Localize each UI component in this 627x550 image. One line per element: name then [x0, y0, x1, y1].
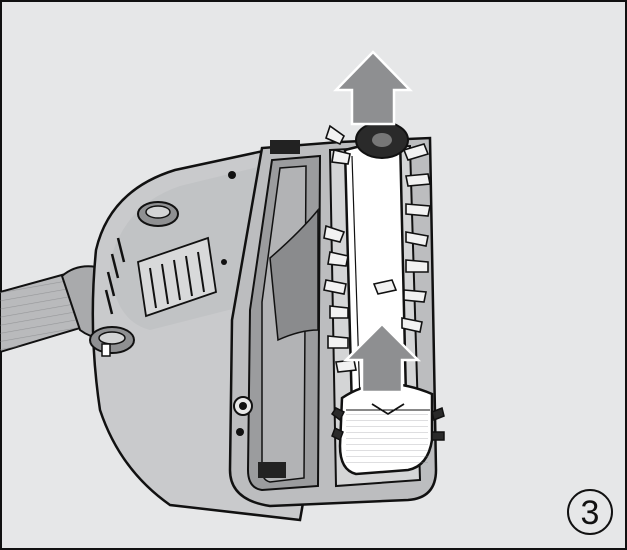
screw-hole — [221, 259, 227, 265]
step-number: 3 — [581, 494, 600, 532]
lower-brush-unit — [332, 384, 444, 474]
wheel-top — [138, 202, 178, 226]
step-badge: 3 — [568, 490, 612, 534]
latch-clip — [258, 462, 286, 478]
latch-clip — [270, 140, 300, 154]
screw-hole — [228, 171, 236, 179]
